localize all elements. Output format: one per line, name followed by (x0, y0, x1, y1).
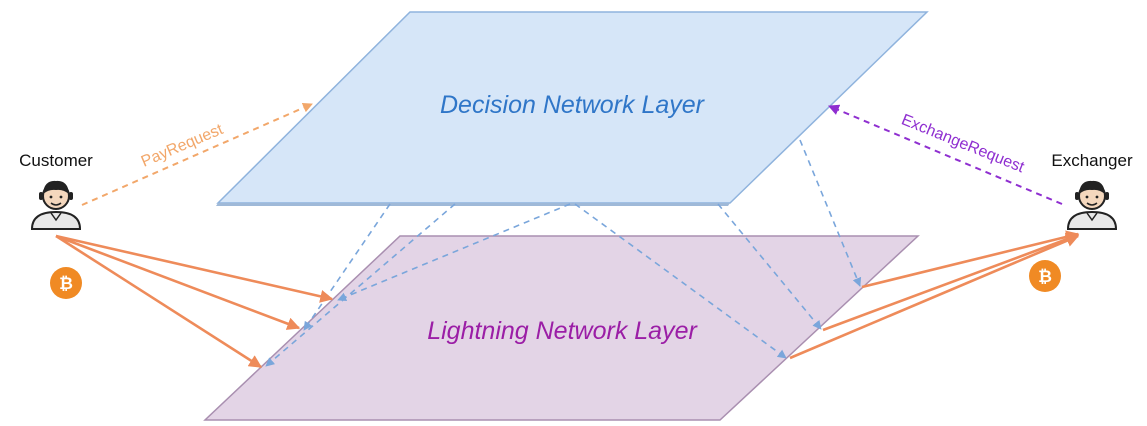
lightning-layer-label: Lightning Network Layer (427, 317, 698, 345)
customer-payment-channels (55, 234, 334, 369)
decision-layer-edge (216, 203, 730, 206)
pay-request-label: PayRequest (139, 121, 226, 171)
dispatch-link (717, 203, 822, 330)
dispatch-link (799, 139, 862, 287)
customer-label: Customer (19, 151, 93, 170)
customer-channel (55, 234, 334, 303)
exchanger-payment-channels (789, 230, 1080, 360)
exchanger-channel (822, 232, 1080, 332)
customer-actor: Customer (19, 151, 93, 230)
exchanger-actor: Exchanger (1051, 151, 1133, 230)
decision-layer-label: Decision Network Layer (440, 91, 706, 119)
customer-avatar-icon (30, 180, 82, 230)
customer-channel (55, 234, 263, 369)
exchanger-channel (861, 230, 1080, 289)
dispatch-link (265, 203, 456, 367)
exchanger-label: Exchanger (1051, 151, 1133, 170)
exchange-request-arrow (827, 104, 1063, 205)
pay-request-arrow (81, 103, 313, 206)
svg-text:₿: ₿ (1038, 267, 1052, 287)
customer-bitcoin-icon: ₿ (50, 267, 82, 299)
decision-dispatch-links (265, 139, 862, 367)
dispatch-link (303, 203, 391, 331)
exchanger-avatar-icon (1066, 180, 1118, 230)
exchanger-bitcoin-icon: ₿ (1029, 260, 1061, 292)
customer-channel (55, 234, 301, 330)
dispatch-link (337, 203, 571, 302)
svg-text:₿: ₿ (59, 274, 73, 294)
exchanger-channel (789, 234, 1080, 360)
